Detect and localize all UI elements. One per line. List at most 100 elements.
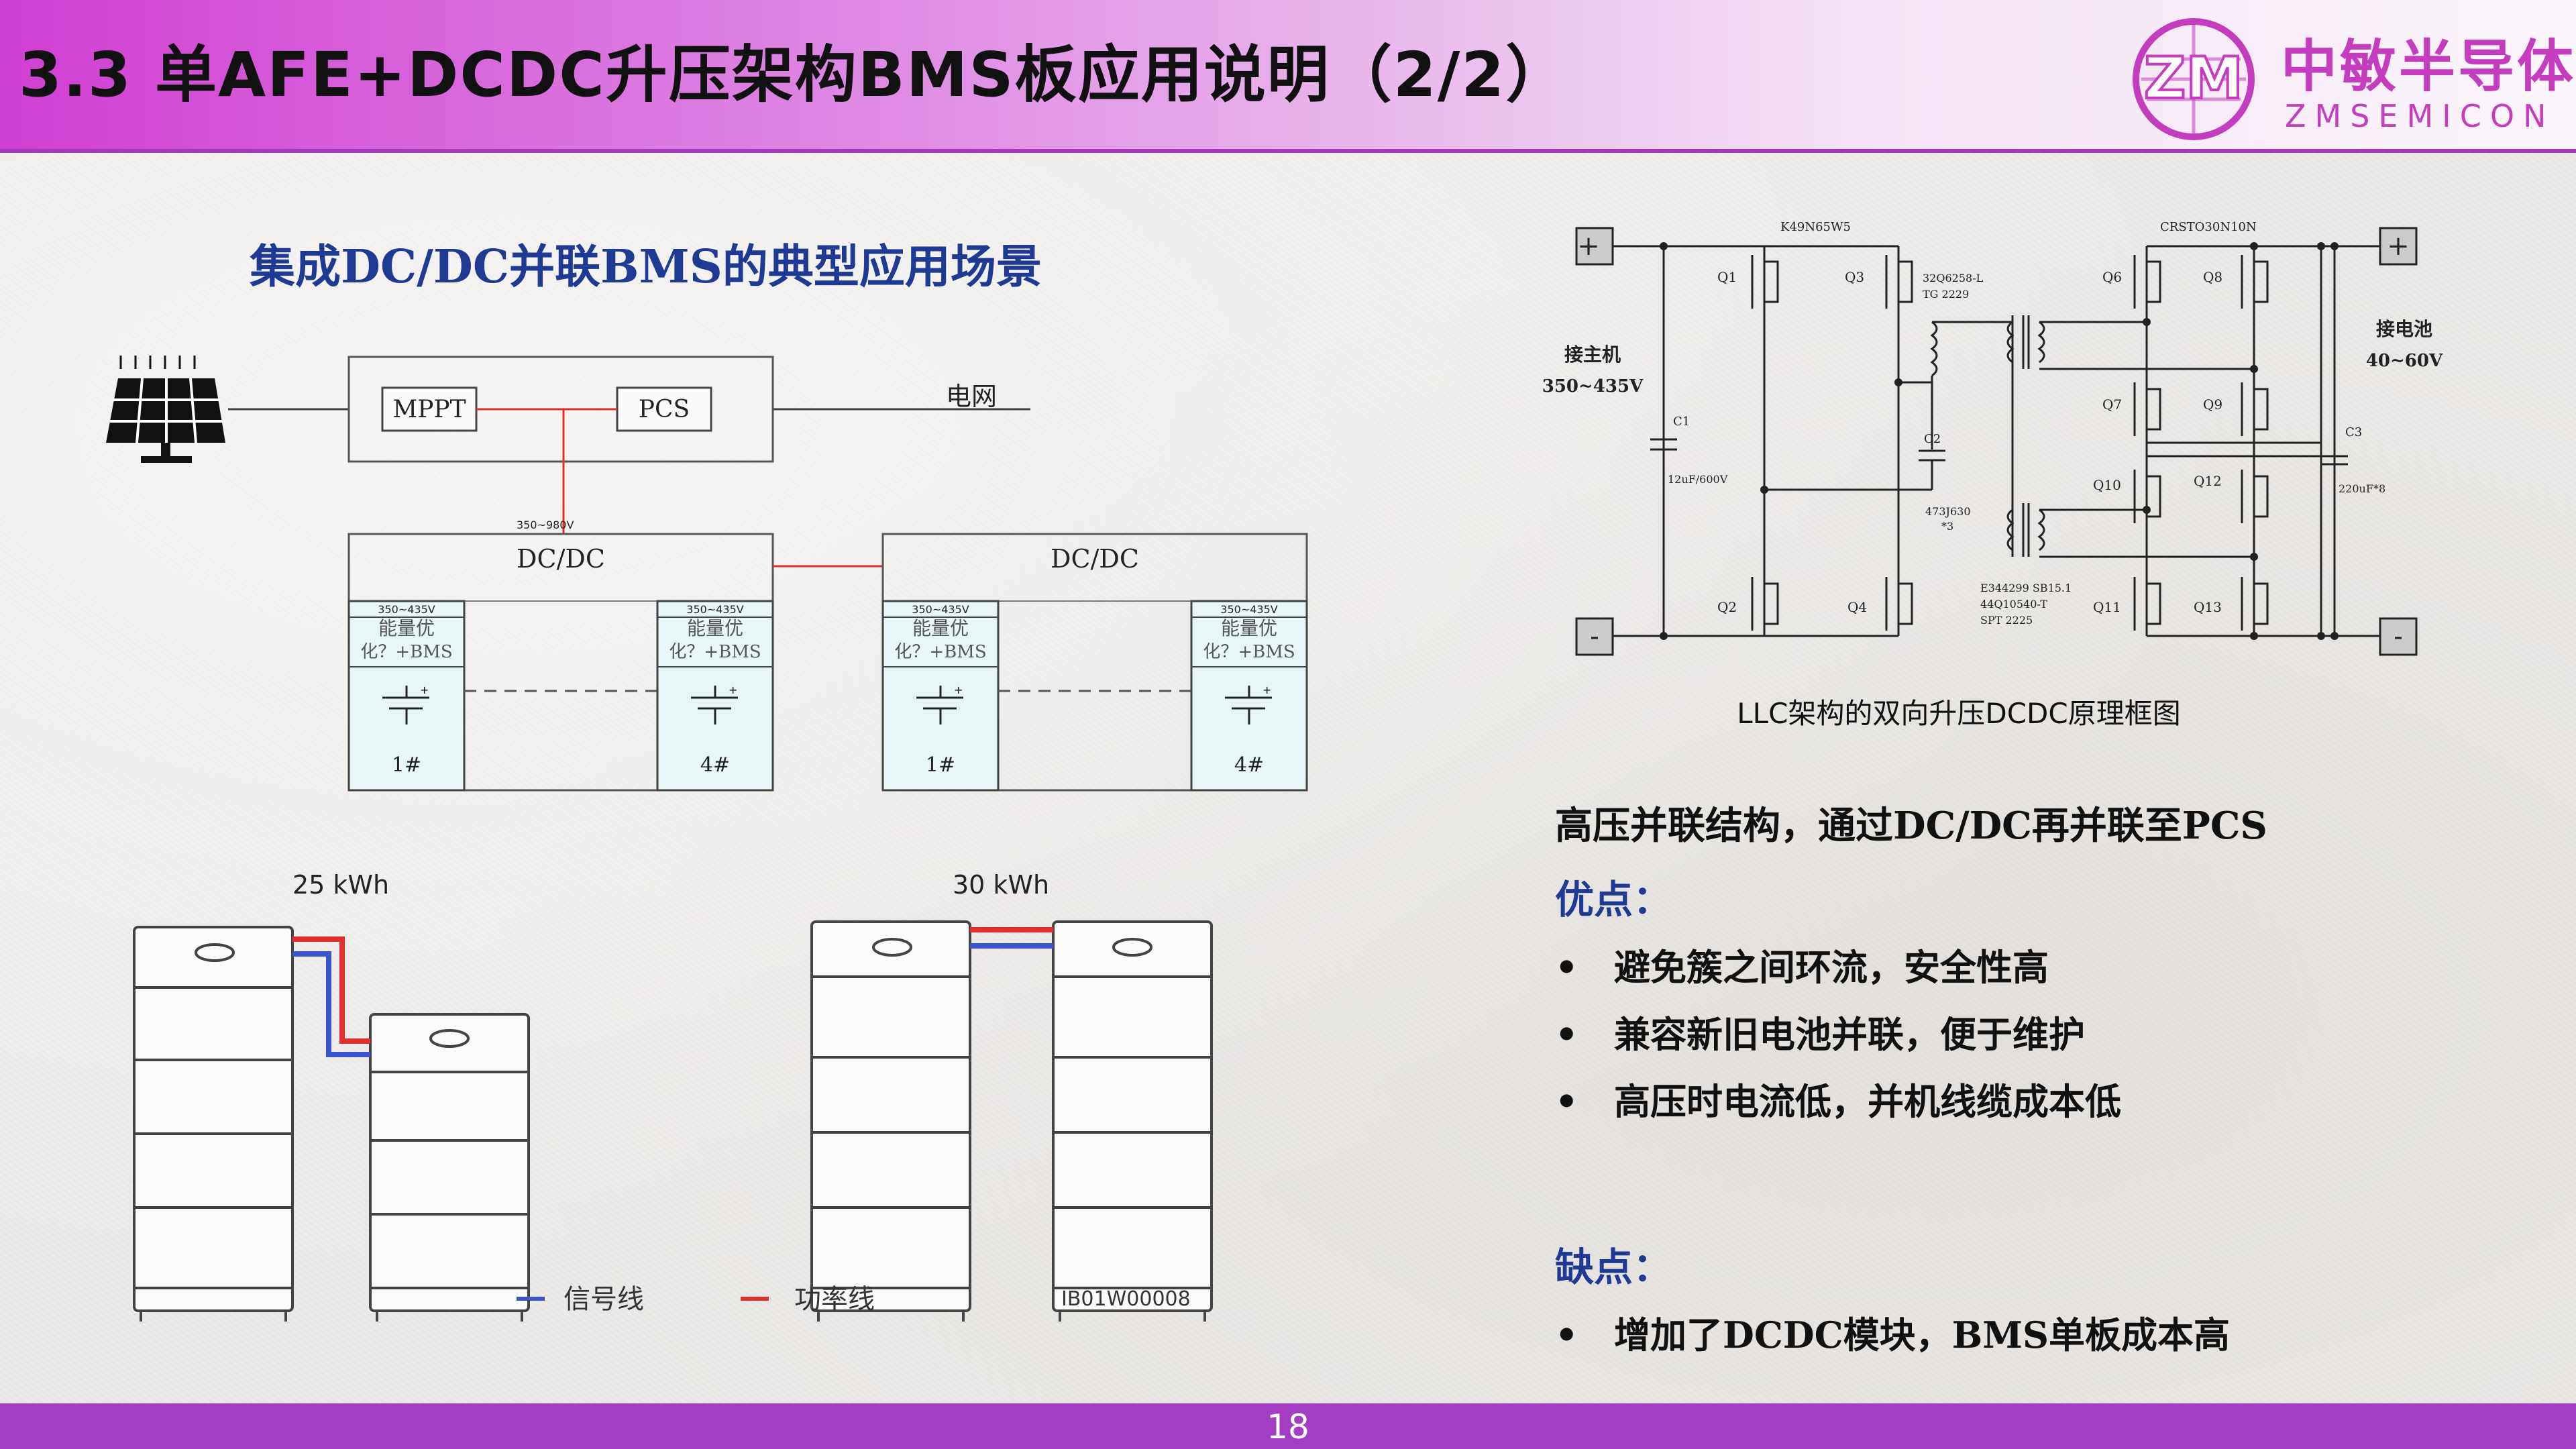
transformer-line1: E344299 SB15.1 [1980,582,2072,594]
brand-name-cn: 中敏半导体 [2281,34,2576,99]
module-label-line1: 能量优 [687,617,743,639]
battery-minus-terminal: - [2394,621,2403,652]
part-crsto: CRSTO30N10N [2160,220,2257,234]
cable-legend: 信号线 功率线 IB01W00008 [517,1284,1191,1315]
installation-illustration: 25 kWh 30 kWh [133,870,1213,1322]
section-title: 集成DC/DC并联BMS的典型应用场景 [250,240,1042,294]
inductor-line2: TG 2229 [1923,288,1969,301]
signal-legend-label: 信号线 [564,1284,644,1315]
c2-label: C2 [1924,432,1941,446]
module-label-line2: 化？+BMS [1203,642,1295,662]
q3-label: Q3 [1845,269,1864,285]
module-label-line2: 化？+BMS [669,642,761,662]
c1-label: C1 [1673,415,1690,429]
power-cable [292,936,370,1044]
cons-heading: 缺点： [1555,1244,1672,1290]
list-item: •高压时电流低，并机线缆成本低 [1555,1075,2121,1142]
q12-label: Q12 [2194,473,2222,489]
list-item: • 避免簇之间环流，安全性高 [1555,941,2121,1008]
dcdc-group-a: DC/DC 350~435V 能量优 化？+BMS + 1# 350~435V … [347,533,774,792]
bus-voltage-label: 350~980V [517,519,574,531]
module-label-line1: 能量优 [912,617,969,639]
q2-label: Q2 [1717,599,1737,615]
q7-label: Q7 [2102,396,2122,413]
list-item: •兼容新旧电池并联，便于维护 [1555,1008,2121,1075]
pack-first-label: 1# [926,753,955,777]
module-label-line1: 能量优 [1221,617,1277,639]
transformer-line2: 44Q10540-T [1980,598,2047,610]
capacity-30-label: 30 kWh [953,870,1049,900]
llc-schematic: + - + - 接主机 350~435V 接电池 40~60V K49N65W5… [1543,220,2443,656]
q4-label: Q4 [1847,599,1867,615]
pack-last-label: 4# [1234,753,1264,777]
module-voltage-label: 350~435V [686,603,743,616]
page-number: 18 [1267,1407,1309,1446]
footer-bar: 18 [0,1403,2576,1449]
module-label-line1: 能量优 [378,617,435,639]
battery-stack-small [369,1013,530,1322]
logo-mark-text: ZM [2144,45,2243,112]
pack-first-label: 1# [392,753,421,777]
dcdc-group-b: DC/DC 350~435V 能量优 化？+BMS + 1# 350~435V … [881,533,1308,792]
c2-quantity: *3 [1941,520,1953,533]
signal-cable [292,951,370,1057]
svg-text:+: + [729,684,737,696]
battery-stack-right [1052,920,1213,1322]
list-item: • 增加了DCDC模块，BMS单板成本高 [1555,1308,2230,1375]
schematic-caption: LLC架构的双向升压DCDC原理框图 [1737,697,2181,730]
dcdc-a-label: DC/DC [517,544,605,574]
grid-label: 电网 [946,382,997,411]
topology-diagram: MPPT PCS 电网 350~980V DC/DC 350~435V 能量优 … [106,356,1308,792]
c2-value: 473J630 [1925,505,1971,518]
bullet-icon: • [1555,1314,1578,1356]
battery-plus-terminal: + [2387,231,2410,262]
mppt-box [381,386,478,432]
mppt-label: MPPT [392,396,466,423]
dcdc-b-label: DC/DC [1051,544,1139,574]
q13-label: Q13 [2194,599,2222,615]
bullet-icon: • [1555,1014,1578,1056]
q6-label: Q6 [2102,269,2122,285]
power-legend-label: 功率线 [794,1284,875,1315]
q11-label: Q11 [2093,599,2121,615]
host-minus-terminal: - [1590,621,1599,652]
battery-stack-large [133,926,294,1322]
c3-label: C3 [2345,425,2362,439]
cons-list: • 增加了DCDC模块，BMS单板成本高 [1555,1308,2230,1375]
pcs-label: PCS [639,396,690,423]
zm-logo-icon: ZM [2133,18,2255,140]
module-voltage-label: 350~435V [912,603,969,616]
c3-value: 220uF*8 [2339,482,2385,495]
q8-label: Q8 [2203,269,2222,285]
host-voltage: 350~435V [1543,376,1644,396]
part-k49: K49N65W5 [1780,220,1851,234]
svg-text:+: + [420,684,429,696]
q9-label: Q9 [2203,396,2222,413]
battery-label: 接电池 [2376,318,2432,340]
module-label-line2: 化？+BMS [360,642,452,662]
pack-last-label: 4# [700,753,730,777]
svg-text:+: + [1263,684,1271,696]
pro-item-text: 避免簇之间环流，安全性高 [1614,946,2049,989]
host-plus-terminal: + [1577,231,1600,262]
q1-label: Q1 [1717,269,1737,285]
c1-value: 12uF/600V [1668,473,1728,486]
battery-voltage: 40~60V [2366,351,2443,371]
slide-title: 3.3 单AFE+DCDC升压架构BMS板应用说明（2/2） [19,39,1569,111]
architecture-description: 高压并联结构，通过DC/DC再并联至PCS [1555,804,2267,848]
brand-name-en: ZMSEMICON [2285,98,2555,134]
con-item-text: 增加了DCDC模块，BMS单板成本高 [1614,1313,2231,1356]
bullet-icon: • [1555,947,1578,989]
pcs-box [616,386,712,432]
title-bar: 3.3 单AFE+DCDC升压架构BMS板应用说明（2/2） ZM 中敏半导体 … [0,0,2576,153]
host-label: 接主机 [1564,343,1621,366]
solar-panel-icon [106,356,225,463]
inductor-line1: 32Q6258-L [1923,272,1984,284]
module-voltage-label: 350~435V [378,603,435,616]
q10-label: Q10 [2093,477,2121,493]
figure-code: IB01W00008 [1061,1287,1191,1311]
pros-heading: 优点： [1555,877,1672,922]
pros-list: • 避免簇之间环流，安全性高 •兼容新旧电池并联，便于维护 •高压时电流低，并机线… [1555,941,2121,1142]
capacity-25-label: 25 kWh [292,870,389,900]
module-label-line2: 化？+BMS [894,642,986,662]
